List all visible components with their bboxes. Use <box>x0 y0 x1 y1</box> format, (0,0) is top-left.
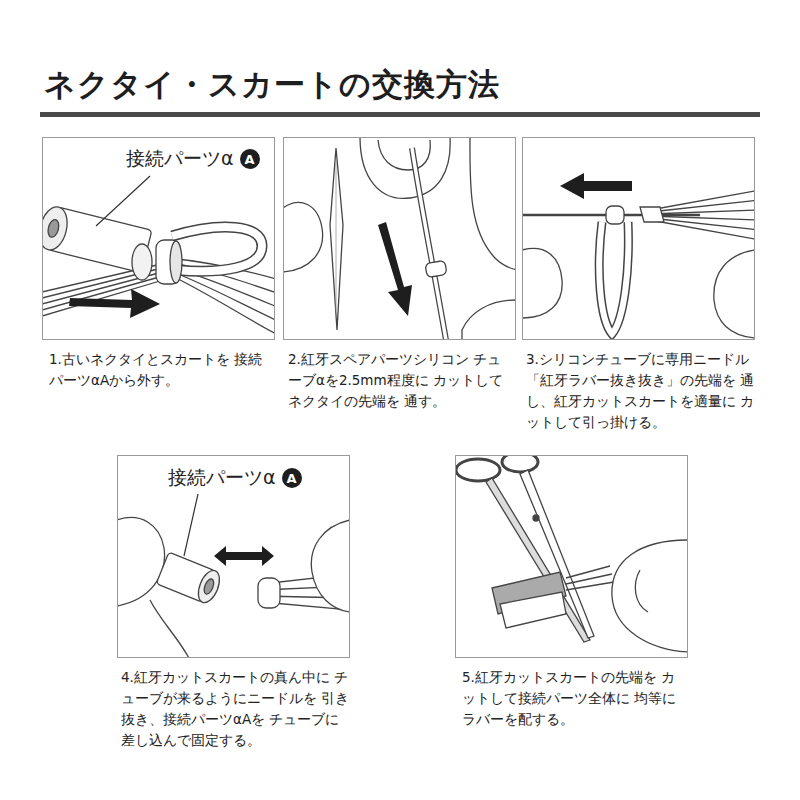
silicone-tube <box>606 206 624 224</box>
tube-hole <box>202 578 215 596</box>
silicone-tube <box>425 260 447 277</box>
connector-tube <box>156 552 223 606</box>
silicone-ring <box>170 241 182 283</box>
necktie-loop <box>599 222 628 334</box>
tube-end <box>43 204 71 253</box>
silicone-tube <box>258 578 280 608</box>
step1-art <box>43 176 274 336</box>
direction-arrow <box>378 222 412 316</box>
direction-arrow <box>560 173 632 199</box>
necktie-loop <box>599 222 628 334</box>
leader-line <box>96 176 150 226</box>
direction-arrow <box>69 289 160 318</box>
finger <box>462 300 515 339</box>
step2-art <box>284 138 515 339</box>
step3-art <box>523 173 754 338</box>
tube-end <box>194 567 223 605</box>
needle-edge <box>336 160 337 310</box>
needle <box>330 148 343 330</box>
marker-letter: A <box>245 153 255 166</box>
scissors-pivot <box>533 515 539 521</box>
thumbnail <box>378 140 430 170</box>
tube-end <box>132 244 152 280</box>
necktie-band <box>172 227 262 271</box>
part-marker: A <box>282 468 302 488</box>
double-arrow <box>214 546 274 566</box>
part-callout: 接続パーツα <box>124 147 236 170</box>
step-caption: 4.紅牙カットスカートの真ん中に チューブが来るようにニードルを 引き抜き、接続… <box>121 667 353 751</box>
scissors-handle <box>502 456 538 472</box>
tube-hole <box>46 218 60 238</box>
marker-letter: A <box>287 472 297 485</box>
finger <box>311 520 349 612</box>
part-callout: 接続パーツα <box>166 466 278 489</box>
rubber-strip <box>500 592 566 628</box>
step-caption: 1.古いネクタイとスカートを 接続パーツαAから外す。 <box>49 349 275 391</box>
finger <box>118 518 165 606</box>
step-panel: 3.シリコンチューブに専用ニードル 「紅牙ラバー抜き抜き」の先端を 通し、紅牙カ… <box>522 137 755 340</box>
finger <box>150 600 190 657</box>
step-caption: 3.シリコンチューブに専用ニードル 「紅牙ラバー抜き抜き」の先端を 通し、紅牙カ… <box>526 349 762 433</box>
finger <box>714 250 754 338</box>
rubber-strands <box>566 566 614 590</box>
step-panel: 5.紅牙カットスカートの先端を カットして接続パーツ全体に 均等にラバーを配する… <box>455 455 688 658</box>
step-panel: 2.紅牙スペアパーツシリコン チューブαを2.5mm程度に カットしてネクタイの… <box>283 137 516 340</box>
thumbnail <box>635 570 648 612</box>
necktie-band <box>172 227 262 271</box>
step5-art <box>456 456 687 652</box>
thumb <box>612 540 687 652</box>
step-caption: 5.紅牙カットスカートの先端を カットして接続パーツ全体に 均等にラバーを配する… <box>462 667 688 730</box>
leader-line <box>184 494 198 556</box>
necktie-tip <box>412 148 446 339</box>
step4-art <box>118 494 349 657</box>
finger <box>523 248 562 318</box>
finger <box>284 202 323 272</box>
needle-eye <box>640 207 664 222</box>
necktie-tip <box>412 148 446 339</box>
step-caption: 2.紅牙スペアパーツシリコン チューブαを2.5mm程度に カットしてネクタイの… <box>288 349 514 412</box>
page-title: ネクタイ・スカートの交換方法 <box>44 64 500 106</box>
thumb <box>360 138 450 198</box>
scissors-handle <box>456 459 500 481</box>
title-rule <box>40 112 760 117</box>
skirt-strands <box>650 190 754 240</box>
part-marker: A <box>240 149 260 169</box>
finger <box>470 138 515 270</box>
